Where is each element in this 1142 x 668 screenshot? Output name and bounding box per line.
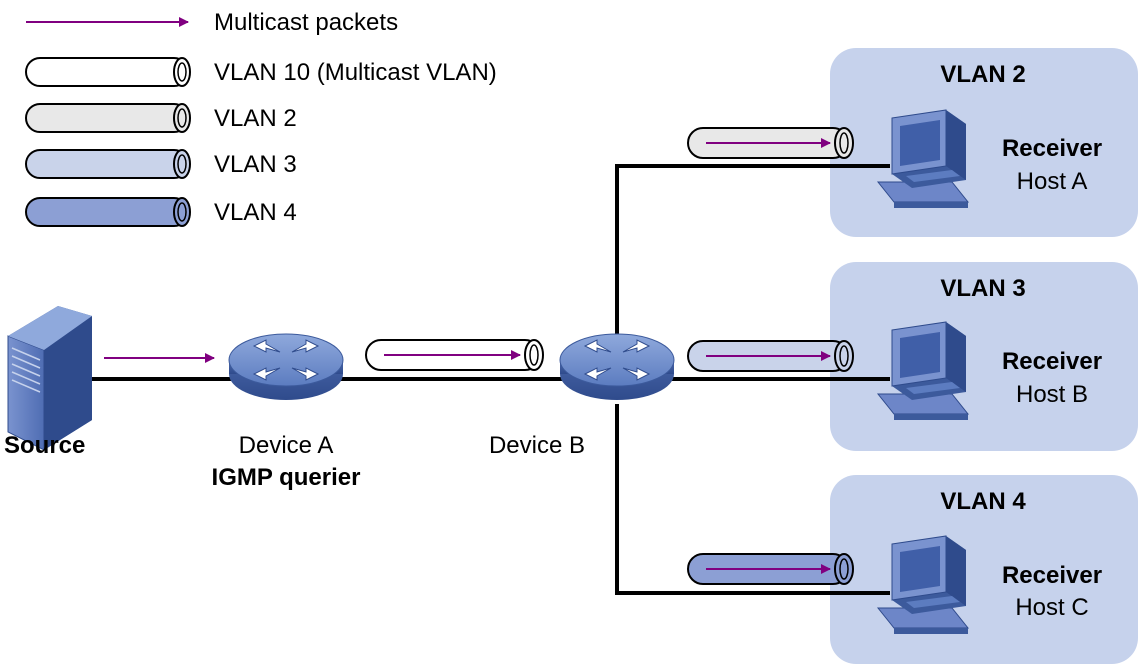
legend-vlan10-label: VLAN 10 (Multicast VLAN) <box>214 59 497 86</box>
vlan10-tube <box>365 339 544 371</box>
host-b-role: Receiver <box>1002 348 1102 375</box>
host-c-label: Host C <box>1015 594 1088 621</box>
link-device-b-host-a <box>615 164 890 356</box>
links <box>90 164 890 595</box>
legend: Multicast packets VLAN 10 (Multicast VLA… <box>25 9 497 227</box>
computer-icon <box>877 535 969 635</box>
source-label: Source <box>4 432 85 459</box>
vlan2-title: VLAN 2 <box>940 61 1025 88</box>
host-a-label: Host A <box>1017 168 1088 195</box>
switch-icon <box>228 333 344 401</box>
server-icon <box>7 306 92 451</box>
legend-vlan2-label: VLAN 2 <box>214 105 297 132</box>
legend-vlan2-tube <box>25 103 191 133</box>
device-b-label: Device B <box>489 432 585 459</box>
computer-icon <box>877 109 969 209</box>
computer-icon <box>877 321 969 421</box>
legend-vlan3-label: VLAN 3 <box>214 151 297 178</box>
device-a-label: Device A <box>239 432 334 459</box>
vlan4-title: VLAN 4 <box>940 488 1026 515</box>
device-a-role-label: IGMP querier <box>212 464 361 491</box>
legend-vlan3-tube <box>25 149 191 179</box>
vlan2-tube <box>687 127 854 159</box>
host-c-role: Receiver <box>1002 562 1102 589</box>
legend-multicast-label: Multicast packets <box>214 9 398 36</box>
vlan3-title: VLAN 3 <box>940 275 1025 302</box>
host-b-label: Host B <box>1016 381 1088 408</box>
link-device-b-host-c <box>615 404 890 595</box>
legend-vlan4-label: VLAN 4 <box>214 199 297 226</box>
host-a-role: Receiver <box>1002 135 1102 162</box>
vlan3-tube <box>687 340 854 372</box>
legend-vlan4-tube <box>25 197 191 227</box>
vlan4-tube <box>687 553 854 585</box>
switch-icon <box>559 333 675 401</box>
legend-vlan10-tube <box>25 57 191 87</box>
